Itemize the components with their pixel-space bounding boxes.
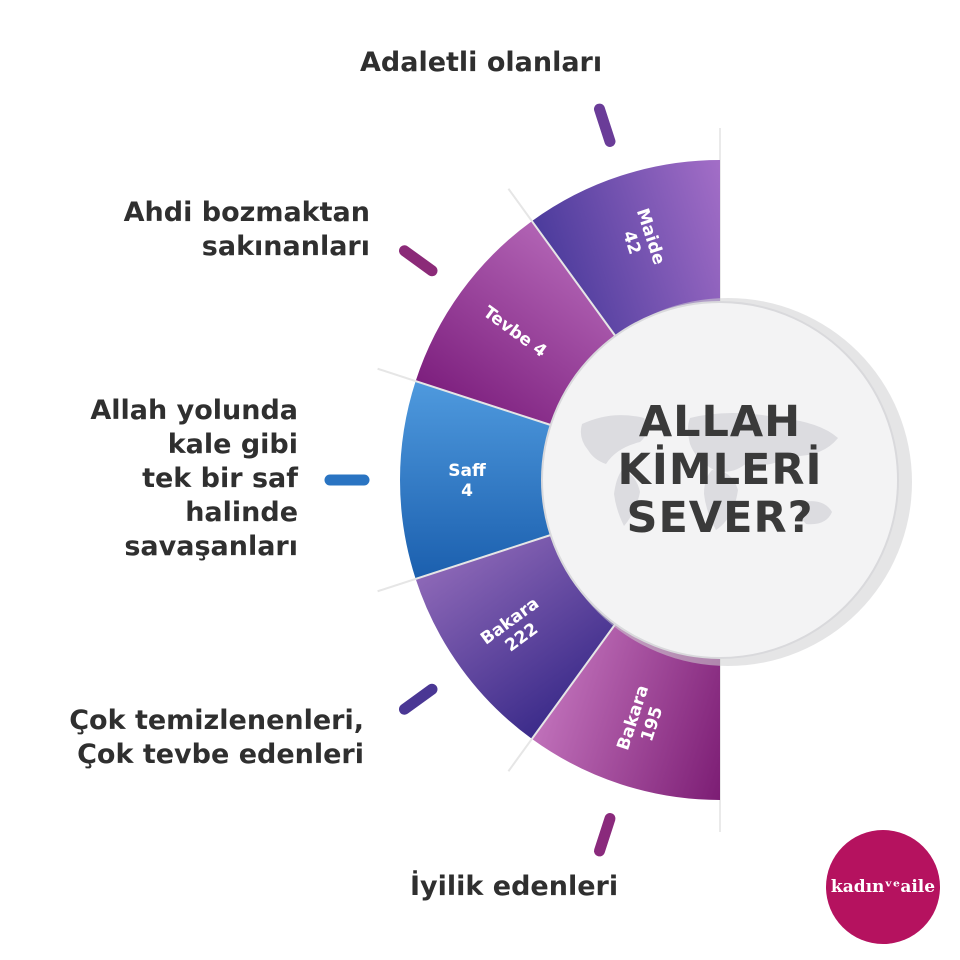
segment-4 xyxy=(415,535,616,739)
tick-mark-1 xyxy=(593,103,616,147)
center-title: ALLAH KİMLERİ SEVER? xyxy=(617,397,823,543)
label-cok-temizlenen: Çok temizlenenleri, Çok tevbe edenleri xyxy=(69,705,364,770)
label-adaletli: Adaletli olanları xyxy=(360,47,603,78)
segment-5 xyxy=(531,624,720,801)
label-allah-yolunda: Allah yolunda kale gibi tek bir saf hali… xyxy=(90,395,298,562)
segment-divider xyxy=(377,534,552,593)
segment-divider xyxy=(507,188,617,337)
ticks xyxy=(324,103,616,857)
segment-1 xyxy=(531,160,720,336)
label-ahdi: Ahdi bozmaktan sakınanları xyxy=(123,197,370,262)
tick-mark-4 xyxy=(398,683,438,715)
tick-mark-2 xyxy=(398,245,438,277)
kadin-ve-aile-logo: kadınᵛᵉaile xyxy=(826,830,940,944)
tick-mark-5 xyxy=(593,813,616,857)
label-iyilik: İyilik edenleri xyxy=(410,871,619,902)
segment-divider xyxy=(377,367,552,426)
segment-2 xyxy=(415,221,616,425)
segment-divider xyxy=(507,623,617,772)
segment-3 xyxy=(400,381,551,579)
world-map-icon xyxy=(580,413,838,530)
